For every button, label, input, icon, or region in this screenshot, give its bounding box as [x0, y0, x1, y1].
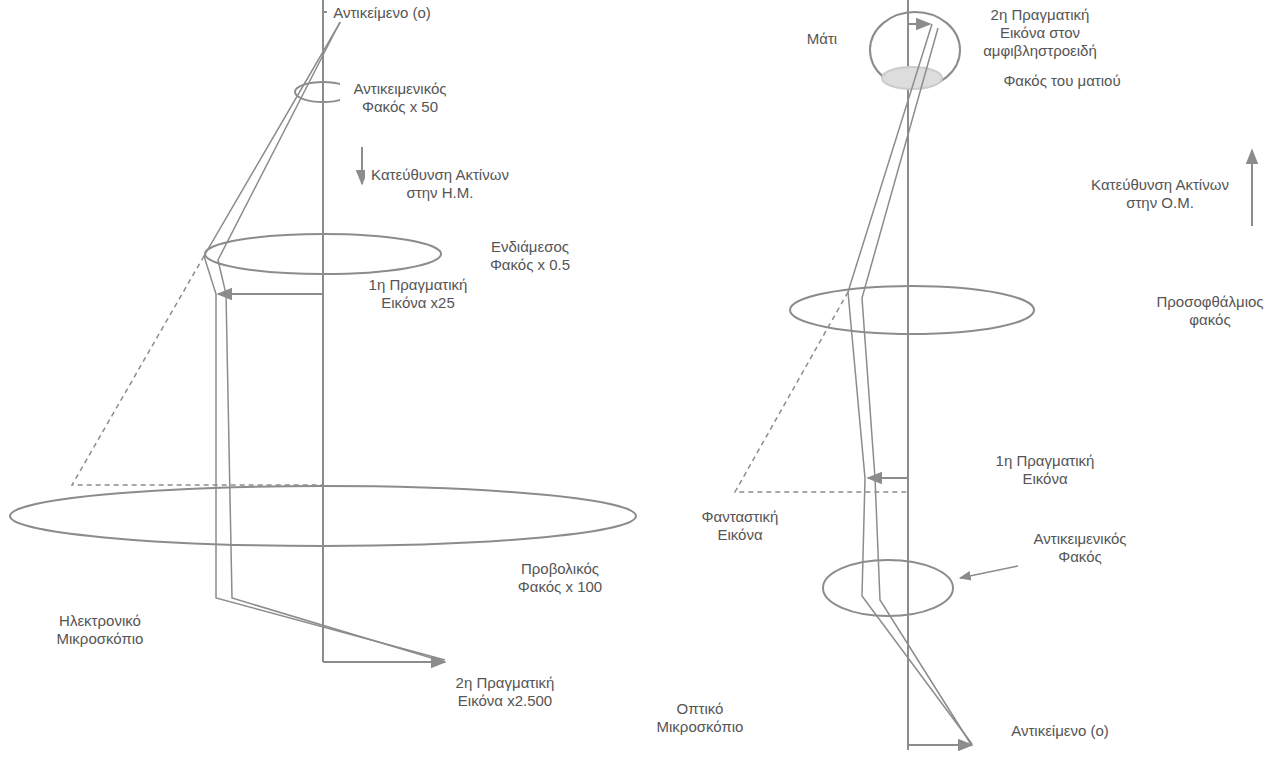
leader-arrow — [960, 566, 1018, 578]
eye-label: Μάτι — [792, 30, 852, 48]
lens-label: Αντικειμενικός Φακός — [1025, 530, 1135, 566]
eyepiece-lens — [790, 286, 1034, 334]
image-label: Φανταστική Εικόνα — [685, 508, 795, 544]
object-arrow — [908, 744, 972, 746]
lens-label: Ενδιάμεσος Φακός x 0.5 — [475, 238, 585, 274]
image-label: 2η Πραγματική Εικόνα στον αμφιβληστροειδ… — [965, 6, 1115, 60]
lens-label: Προσοφθάλμιος φακός — [1145, 293, 1275, 329]
retina-image-arrow — [908, 23, 930, 25]
optical-axis — [322, 0, 324, 662]
virtual-ray — [735, 292, 908, 492]
virtual-ray — [72, 256, 323, 485]
optical-axis — [907, 0, 909, 750]
light-ray — [218, 22, 445, 662]
lens-label: Φακός του ματιού — [992, 72, 1132, 90]
lens-label: Αντικειμενικός Φακός x 50 — [340, 80, 460, 116]
light-ray — [848, 24, 972, 744]
image-label: 2η Πραγματική Εικόνα x2.500 — [445, 674, 565, 710]
first-image-arrow — [218, 293, 323, 295]
microscope-title: Ηλεκτρονικό Μικροσκόπιο — [40, 612, 160, 648]
objective-lens — [823, 560, 953, 616]
object-label: Αντικείμενο (o) — [1005, 722, 1115, 740]
intermediate-lens — [205, 234, 441, 274]
image-label: 1η Πραγματική Εικόνα — [990, 452, 1100, 488]
projector-lens — [10, 486, 636, 546]
image-label: 1η Πραγματική Εικόνα x25 — [363, 276, 473, 312]
object-label: Αντικείμενο (o) — [327, 4, 437, 22]
direction-arrow — [1251, 150, 1253, 226]
microscope-title: Οπτικό Μικροσκόπιο — [645, 700, 755, 736]
direction-label: Κατεύθυνση Ακτίνων στην Η.Μ. — [365, 166, 515, 202]
direction-arrow — [361, 147, 363, 184]
light-ray — [862, 28, 972, 746]
lens-label: Προβολικός Φακός x 100 — [505, 560, 615, 596]
direction-label: Κατεύθυνση Ακτίνων στην Ο.Μ. — [1085, 176, 1235, 212]
second-image-arrow — [323, 661, 445, 663]
first-image-arrow — [868, 477, 908, 479]
